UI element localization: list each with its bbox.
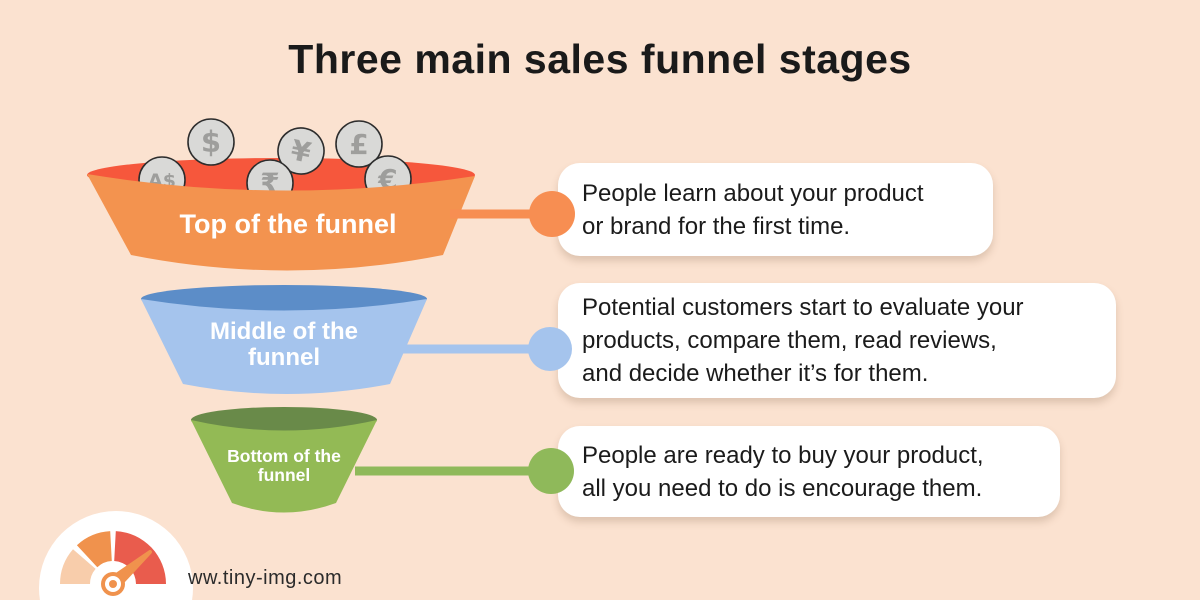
coin-dollar-icon: $	[187, 118, 235, 166]
stage-card-top: People learn about your product or brand…	[558, 163, 993, 256]
coin-australian-dollar-icon: A$	[138, 156, 186, 204]
stage-description-top: People learn about your product or brand…	[582, 179, 924, 240]
svg-text:₹: ₹	[260, 167, 279, 200]
funnel-bottom-inner-ellipse	[191, 407, 377, 433]
svg-text:¥: ¥	[288, 133, 314, 169]
gauge-mid-segment	[76, 531, 112, 568]
stage-card-bottom: People are ready to buy your product, al…	[558, 426, 1060, 517]
speedometer-icon	[39, 511, 193, 600]
coin-pound-icon: £	[335, 120, 383, 168]
gauge-high-segment	[114, 531, 166, 584]
connector-line-top	[450, 209, 552, 219]
stage-card-middle: Potential customers start to evaluate yo…	[558, 283, 1116, 398]
funnel-middle-inner-ellipse	[141, 285, 427, 313]
svg-text:A$: A$	[148, 170, 176, 192]
website-url: ww.tiny-img.com	[188, 567, 343, 589]
coin-yen-icon: ¥	[277, 127, 325, 175]
gauge-low-segment	[59, 549, 96, 584]
coin-euro-icon: €	[364, 155, 412, 203]
funnel-top-section: A$ $ ¥ ₹ £ €	[87, 118, 552, 271]
gauge-hub-outer	[101, 572, 125, 596]
svg-text:£: £	[349, 128, 368, 161]
gauge-needle	[107, 550, 152, 591]
connector-line-bottom	[355, 466, 551, 476]
funnel-stage-label-bottom: Bottom of the funnel	[227, 446, 341, 485]
gauge-hub-dot	[109, 580, 117, 588]
funnel-stage-label-middle: Middle of the funnel	[210, 318, 358, 371]
coin-rupee-icon: ₹	[246, 159, 294, 207]
stage-description-bottom: People are ready to buy your product, al…	[582, 441, 984, 502]
funnel-top-inner-ellipse	[87, 158, 475, 192]
connector-line-middle	[398, 344, 550, 354]
funnel-stage-label-top: Top of the funnel	[179, 209, 397, 239]
svg-text:$: $	[201, 125, 221, 159]
svg-text:€: €	[377, 163, 397, 196]
gauge-hub-ring	[105, 576, 121, 592]
stage-description-middle: Potential customers start to evaluate yo…	[582, 294, 1024, 387]
logo-background-circle	[39, 511, 193, 600]
page-title: Three main sales funnel stages	[288, 36, 912, 82]
